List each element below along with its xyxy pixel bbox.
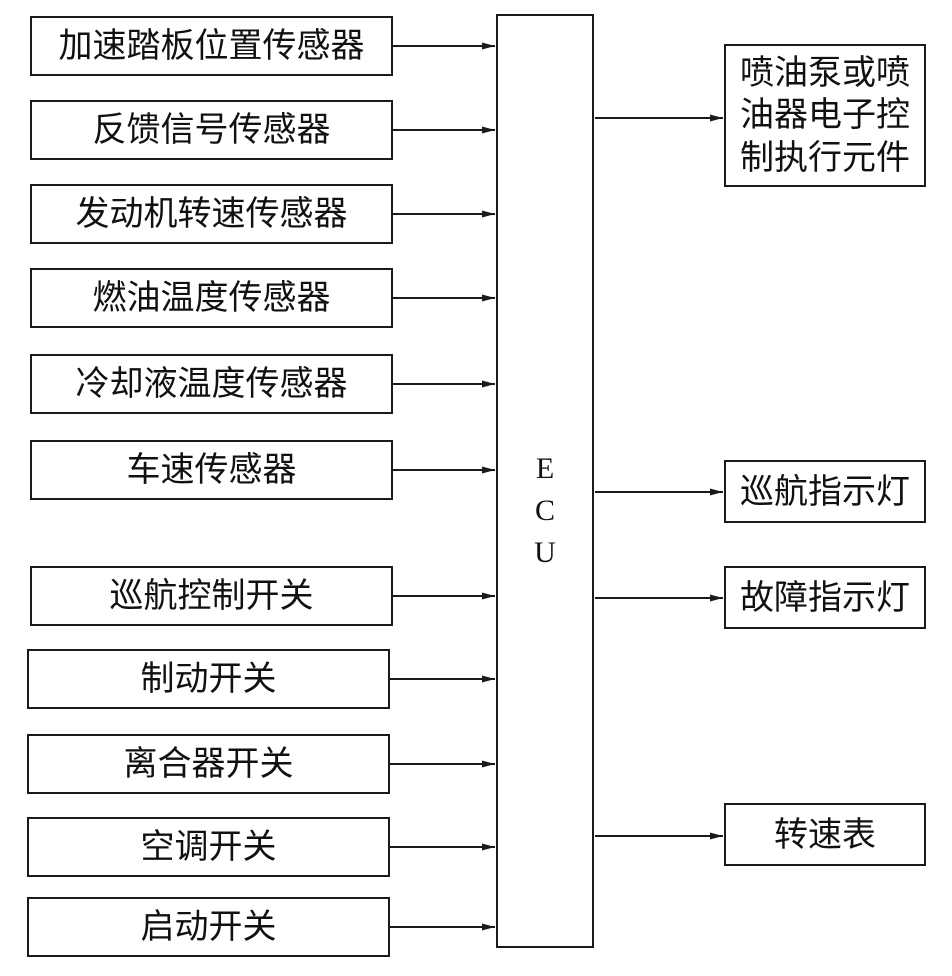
output-label: 巡航指示灯 — [740, 471, 910, 512]
input-label: 燃油温度传感器 — [92, 278, 331, 318]
ecu-letter: U — [534, 536, 556, 569]
output-box-cruise-lamp: 巡航指示灯 — [724, 460, 926, 523]
ecu-letter: C — [534, 494, 555, 527]
output-box-actuator: 喷油泵或喷 油器电子控 制执行元件 — [724, 44, 926, 187]
input-label: 启动开关 — [140, 907, 277, 947]
ecu-letter: E — [535, 452, 555, 485]
input-box-ac-switch: 空调开关 — [27, 817, 390, 877]
input-label: 反馈信号传感器 — [92, 110, 331, 150]
input-box-clutch-switch: 离合器开关 — [27, 734, 390, 794]
ecu-block: E C U — [496, 14, 594, 948]
output-label-line: 油器电子控 — [740, 95, 910, 136]
output-label: 转速表 — [774, 814, 876, 855]
input-box-feedback-signal-sensor: 反馈信号传感器 — [30, 100, 393, 160]
input-label: 离合器开关 — [123, 744, 294, 784]
input-box-vehicle-speed-sensor: 车速传感器 — [30, 440, 393, 500]
ecu-label: E C U — [498, 448, 592, 574]
input-box-accelerator-pedal-sensor: 加速踏板位置传感器 — [30, 16, 393, 76]
input-box-cruise-control-switch: 巡航控制开关 — [30, 566, 393, 626]
input-label: 空调开关 — [140, 827, 277, 867]
input-box-start-switch: 启动开关 — [27, 897, 390, 957]
output-box-tachometer: 转速表 — [724, 803, 926, 866]
output-label-line: 喷油泵或喷 — [740, 53, 910, 94]
input-label: 发动机转速传感器 — [75, 194, 348, 234]
output-label: 故障指示灯 — [740, 577, 910, 618]
input-box-engine-speed-sensor: 发动机转速传感器 — [30, 184, 393, 244]
input-label: 冷却液温度传感器 — [75, 364, 348, 404]
input-label: 巡航控制开关 — [109, 576, 314, 616]
output-box-fault-lamp: 故障指示灯 — [724, 566, 926, 629]
input-box-brake-switch: 制动开关 — [27, 649, 390, 709]
input-box-coolant-temperature-sensor: 冷却液温度传感器 — [30, 354, 393, 414]
input-label: 制动开关 — [140, 659, 277, 699]
input-label: 车速传感器 — [126, 450, 297, 490]
input-box-fuel-temperature-sensor: 燃油温度传感器 — [30, 268, 393, 328]
input-label: 加速踏板位置传感器 — [58, 26, 365, 66]
output-label-line: 制执行元件 — [740, 137, 910, 178]
